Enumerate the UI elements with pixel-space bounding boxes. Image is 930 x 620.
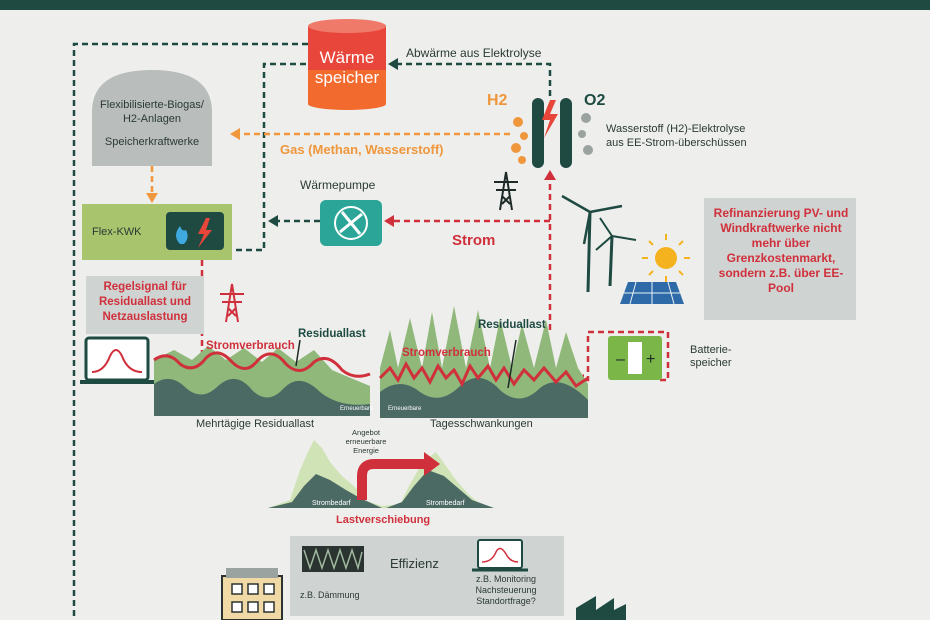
erneuerbare-right-label: Erneuerbare	[388, 406, 422, 412]
stromverbrauch-left-label: Stromverbrauch	[206, 340, 295, 352]
strom-label: Strom	[452, 232, 496, 249]
stromverbrauch-right-label: Stromverbrauch	[402, 347, 491, 359]
arrow-left-wp	[268, 215, 278, 227]
erneuerbare-left-label: Erneuerbare	[340, 406, 374, 412]
regelsignal-box	[86, 276, 204, 334]
factory-icon	[576, 596, 626, 620]
elektrolyse-icon	[511, 98, 593, 168]
top-bar	[0, 0, 930, 10]
waerme-speicher-label: Wärme speicher	[314, 48, 380, 87]
lightning-icon-kwk	[198, 218, 212, 248]
laptop-chart-icon	[80, 336, 154, 384]
svg-text:+: +	[646, 351, 655, 368]
o2-label: O2	[584, 92, 606, 109]
strombedarf-left-label: Strombedarf	[312, 500, 351, 507]
residual-chart-left	[153, 339, 371, 416]
speicherkraftwerke-label: Speicherkraftwerke	[104, 136, 200, 148]
gas-arrow-down	[146, 193, 158, 203]
h2-label: H2	[487, 92, 508, 109]
residuallast-left-label: Residuallast	[298, 328, 366, 340]
tagesschwankungen-label: Tagesschwankungen	[430, 418, 533, 430]
batteriespeicher-label: Batterie- speicher	[690, 344, 732, 369]
heat-lines	[72, 42, 552, 620]
sun-icon	[642, 234, 690, 282]
biogas-dome-icon	[92, 70, 212, 166]
mehrtaegige-label: Mehrtägige Residuallast	[196, 418, 315, 430]
monitoring-laptop-icon	[472, 539, 528, 572]
refinanzierung-box	[704, 198, 856, 320]
waermespeicher-icon	[308, 19, 386, 110]
gas-lines	[150, 132, 510, 196]
biogas-label: Flexibilisierte-Biogas/ H2-Anlagen	[100, 99, 204, 125]
lastverschiebung-chart	[268, 440, 494, 508]
lastverschiebung-label: Lastverschiebung	[336, 514, 431, 526]
pylon-icon-left	[220, 283, 244, 323]
daemmung-icon	[302, 546, 364, 572]
arrow-into-speicher	[388, 58, 398, 70]
regelsignal-text: Regelsignal für Residuallast und Netzaus…	[98, 281, 192, 323]
solar-panel-icon	[620, 281, 684, 305]
strom-arrow-left	[384, 215, 394, 227]
wind-turbine-icon	[561, 194, 637, 293]
abwaerme-label: Abwärme aus Elektrolyse	[406, 46, 542, 60]
residuallast-right-label: Residuallast	[478, 319, 546, 331]
refinanzierung-text: Refinanzierung PV- und Windkraftwerke ni…	[713, 206, 849, 295]
building-icon	[221, 568, 283, 620]
kwk-unit-icon	[166, 212, 224, 250]
strom-arrow-up	[544, 170, 556, 180]
strombedarf-right-label: Strombedarf	[426, 500, 465, 507]
pylon-icon-top	[494, 171, 518, 211]
flex-kwk-label: Flex-KWK	[92, 226, 142, 238]
gas-label: Gas (Methan, Wasserstoff)	[280, 142, 444, 157]
angebot-label: Angebot erneuerbare Energie	[345, 428, 387, 455]
monitoring-label: z.B. Monitoring Nachsteuerung Standortfr…	[475, 574, 537, 606]
waermepumpe-label: Wärmepumpe	[300, 178, 376, 192]
svg-text:–: –	[616, 351, 625, 368]
effizienz-label: Effizienz	[390, 556, 439, 571]
battery-icon: – +	[608, 336, 662, 380]
flame-icon	[176, 226, 188, 244]
elektrolyse-label: Wasserstoff (H2)-Elektrolyse aus EE-Stro…	[606, 123, 747, 149]
daemmung-label: z.B. Dämmung	[300, 590, 360, 600]
residual-chart-right	[378, 306, 589, 418]
gas-arrow	[230, 128, 240, 140]
